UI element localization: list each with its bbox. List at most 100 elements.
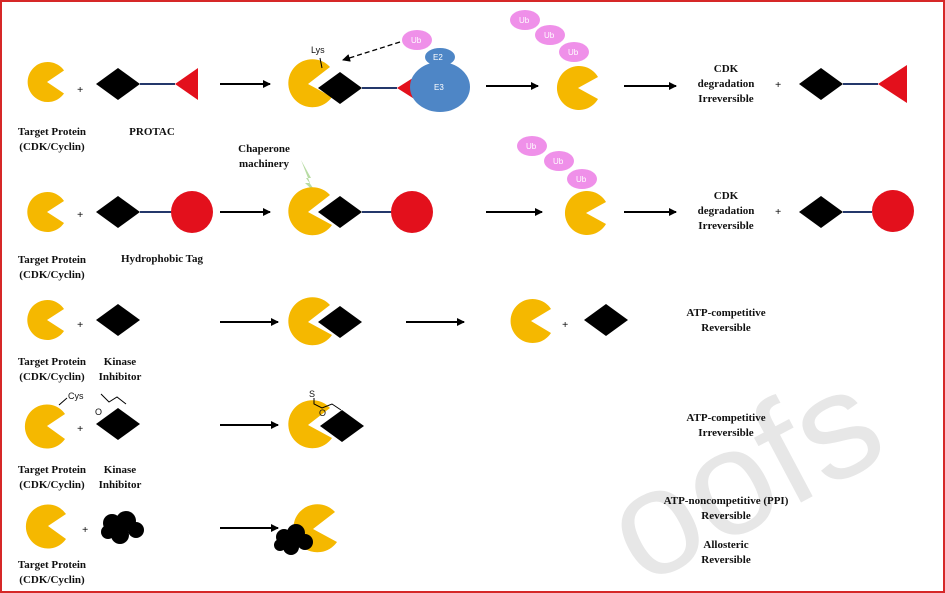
ub-label: Ub — [553, 157, 564, 166]
target-protein-label: Target Protein — [18, 559, 86, 571]
ligand-diamond — [584, 304, 628, 336]
row-reversible-inhibitor: + + ATP-competitive Reversible Target Pr… — [18, 297, 766, 383]
ligand-diamond — [799, 68, 843, 100]
hydrophobic-tag-circle — [872, 190, 914, 232]
ubiquitin-shape — [567, 169, 597, 189]
reagent-label: Hydrophobic Tag — [121, 253, 204, 265]
plus-sign: + — [77, 209, 83, 221]
allosteric-ligand-blob — [101, 511, 144, 544]
outcome-label-line: ATP-competitive — [686, 307, 765, 319]
target-protein-shape — [556, 66, 598, 110]
outcome-label-line: Irreversible — [698, 220, 754, 232]
ubiquitin-shape — [544, 151, 574, 171]
row-protac: + Lys E2 E3 Ub Ub Ub Ub CDK degradation … — [18, 10, 907, 153]
outcome-label-line: CDK — [714, 63, 739, 75]
outcome-label-line: degradation — [698, 205, 755, 217]
target-protein-label: (CDK/Cyclin) — [19, 479, 85, 491]
plus-sign: + — [562, 319, 568, 331]
ligand-diamond — [318, 72, 362, 104]
ubiquitin-transfer-arrow — [342, 41, 401, 62]
target-protein-label: Target Protein — [18, 126, 86, 138]
outcome-label-line: Irreversible — [698, 427, 754, 439]
ligand-diamond — [799, 196, 843, 228]
reagent-label: Kinase — [104, 464, 137, 476]
target-protein-label: Target Protein — [18, 254, 86, 266]
oxygen-label: O — [319, 408, 326, 418]
target-protein-label: (CDK/Cyclin) — [19, 141, 85, 153]
target-protein-shape — [288, 59, 332, 108]
e3-label: E3 — [434, 83, 444, 92]
reagent-label: Inhibitor — [99, 479, 142, 491]
e3-ligand-triangle — [175, 68, 198, 100]
target-protein-shape — [288, 400, 332, 449]
target-protein-shape — [288, 297, 332, 346]
outcome-label-line: ATP-competitive — [686, 412, 765, 424]
row-allosteric: + ATP-noncompetitive (PPI) Reversible Al… — [18, 495, 789, 586]
outcome-label-line: Reversible — [701, 510, 751, 522]
e3-ligand-triangle — [878, 65, 907, 103]
target-protein-shape — [27, 300, 64, 341]
reagent-label: Kinase — [104, 356, 137, 368]
ligand-diamond — [318, 196, 362, 228]
ligand-diamond — [96, 408, 140, 440]
ubiquitin-shape — [559, 42, 589, 62]
hydrophobic-tag-circle — [171, 191, 213, 233]
watermark: oofs — [578, 334, 907, 591]
outcome-label-line: CDK — [714, 190, 739, 202]
ub-label: Ub — [568, 48, 579, 57]
oxygen-label: O — [95, 407, 102, 417]
acrylamide-warhead — [100, 393, 127, 405]
cysteine-bond — [58, 397, 68, 406]
e2-enzyme-shape — [425, 48, 455, 66]
lightning-bolt-icon — [301, 160, 318, 195]
target-protein-label: (CDK/Cyclin) — [19, 269, 85, 281]
ub-label: Ub — [411, 36, 422, 45]
cys-label: Cys — [68, 391, 84, 401]
ubiquitin-shape — [510, 10, 540, 30]
reagent-label: PROTAC — [129, 126, 175, 138]
target-protein-label: Target Protein — [18, 356, 86, 368]
ligand-diamond — [96, 196, 140, 228]
e3-ligase-shape — [410, 62, 470, 112]
outcome-label-line: Reversible — [701, 554, 751, 566]
hydrophobic-tag-circle — [391, 191, 433, 233]
reagent-label: Inhibitor — [99, 371, 142, 383]
plus-sign: + — [775, 206, 781, 218]
plus-sign: + — [77, 423, 83, 435]
target-protein-label: (CDK/Cyclin) — [19, 371, 85, 383]
ubiquitin-shape — [517, 136, 547, 156]
target-protein-shape — [510, 299, 551, 343]
chaperone-label: Chaperone — [238, 143, 290, 155]
row-covalent-inhibitor: Cys + O S O ATP-competitive Irreversible… — [18, 389, 766, 491]
ligand-diamond — [318, 306, 362, 338]
plus-sign: + — [77, 319, 83, 331]
target-protein-shape — [27, 192, 64, 232]
ub-label: Ub — [519, 16, 530, 25]
target-protein-shape — [288, 187, 332, 236]
ubiquitin-shape — [402, 30, 432, 50]
covalent-adduct-bond — [313, 398, 342, 411]
allosteric-ligand-blob — [274, 524, 313, 555]
outcome-label-line: Reversible — [701, 322, 751, 334]
target-protein-shape — [27, 61, 64, 102]
plus-sign: + — [775, 79, 781, 91]
ubiquitin-shape — [535, 25, 565, 45]
lysine-bond — [319, 57, 323, 69]
plus-sign: + — [77, 84, 83, 96]
outcome-label-line: ATP-noncompetitive (PPI) — [664, 495, 789, 507]
plus-sign: + — [82, 524, 88, 536]
target-protein-shape — [25, 504, 66, 549]
outcome-label-line: degradation — [698, 78, 755, 90]
ligand-diamond — [96, 68, 140, 100]
ub-label: Ub — [576, 175, 587, 184]
ligand-diamond — [96, 304, 140, 336]
e2-label: E2 — [433, 53, 443, 62]
outcome-label-line: Allosteric — [703, 539, 748, 551]
ligand-diamond — [320, 410, 364, 442]
row-hydrophobic-tag: + Chaperone machinery Ub Ub Ub CDK degra… — [18, 136, 914, 281]
target-protein-shape — [24, 404, 66, 449]
outcome-label-line: Irreversible — [698, 93, 754, 105]
ub-label: Ub — [544, 31, 555, 40]
